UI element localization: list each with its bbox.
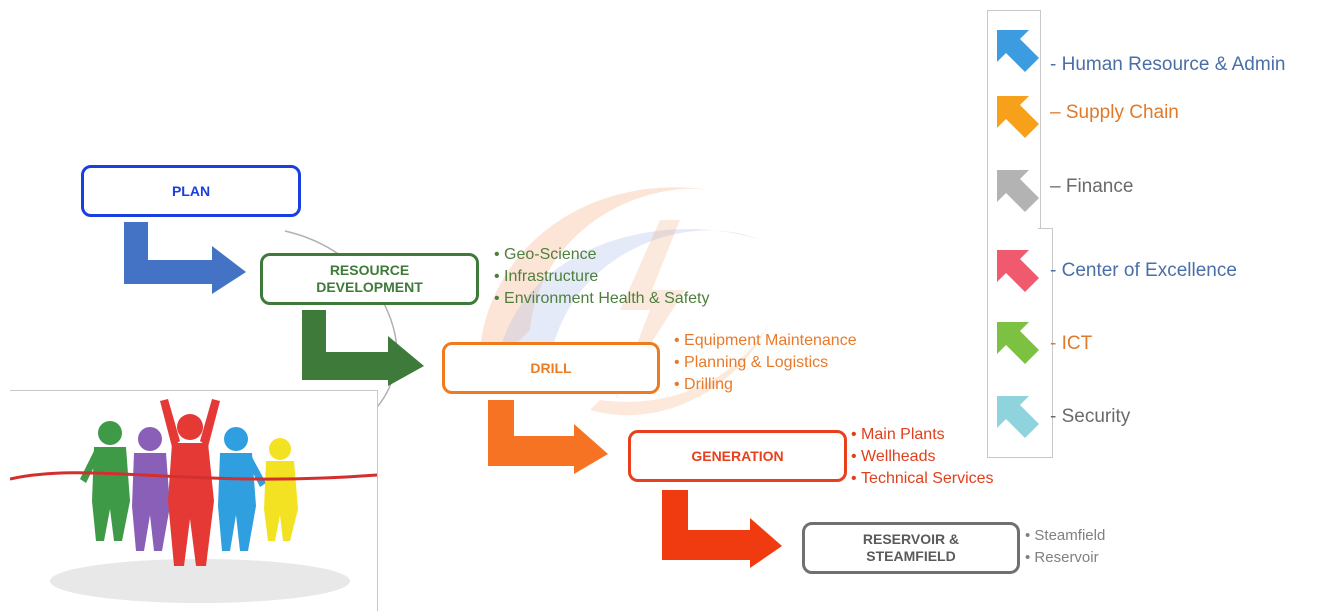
- stage-generation: GENERATION: [628, 430, 847, 482]
- stage-label: RESOURCE DEVELOPMENT: [316, 262, 423, 295]
- stage-label: DRILL: [530, 359, 572, 376]
- detail-item: Drilling: [674, 374, 857, 396]
- runner-figure: [160, 399, 220, 566]
- finish-ribbon: [10, 471, 377, 481]
- detail-item: Infrastructure: [494, 266, 709, 288]
- detail-item: Planning & Logistics: [674, 352, 857, 374]
- stage-reservoir-steamfield: RESERVOIR & STEAMFIELD: [802, 522, 1020, 574]
- detail-item: Main Plants: [851, 424, 994, 446]
- arrow-up-left-icon: [997, 170, 1039, 212]
- department-human-resource-admin: - Human Resource & Admin: [1050, 54, 1286, 75]
- flow-arrow-3: [488, 400, 608, 474]
- support-departments-panel: [987, 10, 1041, 458]
- runner-figure: [264, 438, 298, 541]
- stage-label: RESERVOIR & STEAMFIELD: [862, 531, 960, 564]
- detail-item: Environment Health & Safety: [494, 288, 709, 310]
- flow-arrow-1: [124, 222, 246, 294]
- decorative-arc: [284, 230, 398, 431]
- stage-drill: DRILL: [442, 342, 660, 394]
- runner-figure: [218, 427, 266, 551]
- generation-details: Main Plants Wellheads Technical Services: [851, 424, 994, 490]
- department-ict: - ICT: [1050, 333, 1093, 354]
- arrow-up-left-icon: [997, 250, 1039, 292]
- detail-item: Wellheads: [851, 446, 994, 468]
- runner-figure: [132, 427, 170, 551]
- arrow-up-left-icon: [997, 322, 1039, 364]
- detail-item: Steamfield: [1025, 525, 1105, 547]
- arrow-up-left-icon: [997, 30, 1039, 72]
- detail-item: Technical Services: [851, 468, 994, 490]
- department-supply-chain: – Supply Chain: [1050, 102, 1179, 123]
- drill-details: Equipment Maintenance Planning & Logisti…: [674, 330, 857, 396]
- detail-item: Equipment Maintenance: [674, 330, 857, 352]
- runner-figure: [80, 421, 130, 541]
- flow-arrow-4: [662, 490, 782, 568]
- stage-plan: PLAN: [81, 165, 301, 217]
- reservoir-steamfield-details: Steamfield Reservoir: [1025, 525, 1105, 569]
- department-security: - Security: [1050, 406, 1131, 427]
- detail-item: Geo-Science: [494, 244, 709, 266]
- arrow-up-left-icon: [997, 396, 1039, 438]
- department-center-of-excellence: - Center of Excellence: [1050, 260, 1237, 281]
- resource-development-details: Geo-Science Infrastructure Environment H…: [494, 244, 709, 310]
- support-departments-panel-extension: [1038, 228, 1053, 458]
- stage-resource-development: RESOURCE DEVELOPMENT: [260, 253, 479, 305]
- detail-item: Reservoir: [1025, 547, 1105, 569]
- stage-label: GENERATION: [691, 447, 784, 464]
- runners-illustration: [10, 399, 377, 603]
- runners-finish-line-image: [10, 390, 378, 611]
- department-finance: – Finance: [1050, 176, 1134, 197]
- stage-label: PLAN: [171, 182, 211, 199]
- flow-arrow-2: [302, 310, 424, 386]
- arrow-up-left-icon: [997, 96, 1039, 138]
